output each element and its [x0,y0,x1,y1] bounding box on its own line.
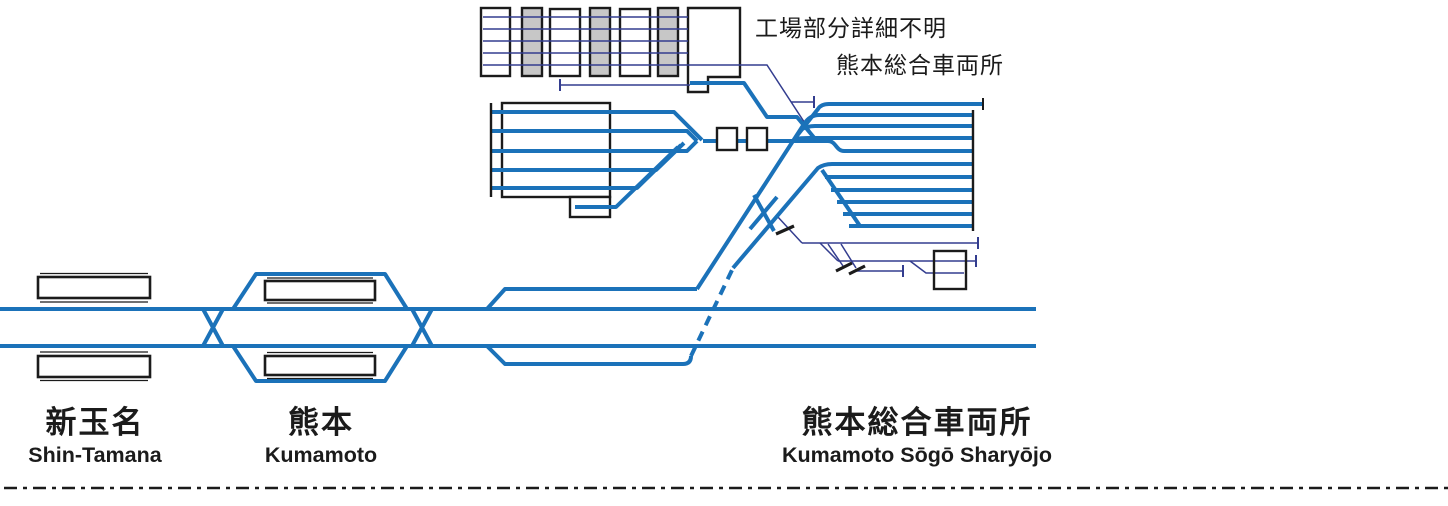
buffers [489,98,984,231]
station-label-depot-ja: 熊本総合車両所 [802,405,1033,440]
kumamoto-loop-up [231,272,409,311]
shed-track-2 [491,129,699,143]
siding-building [932,249,968,291]
station-label-shin-tamana-ja: 新玉名 [46,405,145,440]
derail-marks [775,224,866,276]
washer-boxes [715,126,769,152]
station-label-kumamoto-ja: 熊本 [288,405,354,440]
station-label-depot-en: Kumamoto Sōgō Sharyōjo [782,443,1052,467]
platforms [36,272,377,382]
navy-sidings [483,16,979,277]
workshop-bay [548,7,582,78]
depot-name-annotation: 熊本総合車両所 [836,52,1004,78]
kumamoto-loop-down [231,344,409,383]
workshop-bay-gray [520,6,544,78]
shin-tamana-platform-down [36,354,152,379]
shin-tamana-platform-up [36,275,152,300]
workshop-bay-gray [656,6,680,78]
workshop-bay-gray [588,6,612,78]
crossover-west [201,308,225,347]
workshop-bay [618,7,652,78]
workshop-headshunt [483,64,813,135]
siding-stub [827,243,844,267]
lead-scissors-crossover [748,194,779,232]
kumamoto-platform-up [263,279,377,302]
station-label-kumamoto-en: Kumamoto [265,443,377,467]
siding-into-building [909,260,964,274]
siding-branch [819,242,839,262]
derail-mark [835,261,853,273]
derail-mark [848,264,866,276]
fan-track-3 [793,136,972,141]
depot-siding-down [485,344,693,366]
fan-track-2 [799,124,972,132]
washer-box [715,126,739,152]
factory-note-label: 工場部分詳細不明 [755,15,947,41]
derail-mark [775,224,795,236]
main-workshop-building [686,6,742,94]
shed-track-3 [491,139,699,153]
crossover-east [410,308,434,347]
annex-track [575,145,680,209]
blue-tracks [0,81,1036,383]
washer-box [745,126,769,152]
shed-track-1 [491,110,704,142]
kumamoto-platform-down [263,354,377,377]
station-label-shin-tamana-en: Shin-Tamana [28,443,162,467]
washer-track [703,139,972,153]
depot-lead-b [731,162,972,270]
labels: 工場部分詳細不明 熊本総合車両所 新玉名 Shin-Tamana 熊本 Kuma… [28,15,1052,467]
depot-lead-dashed [689,267,735,357]
fan-ladder [820,168,862,228]
workshop-bay [479,6,512,78]
siding-stub [840,243,857,269]
fan-track-0 [794,102,983,139]
depot-siding-up [485,287,697,311]
